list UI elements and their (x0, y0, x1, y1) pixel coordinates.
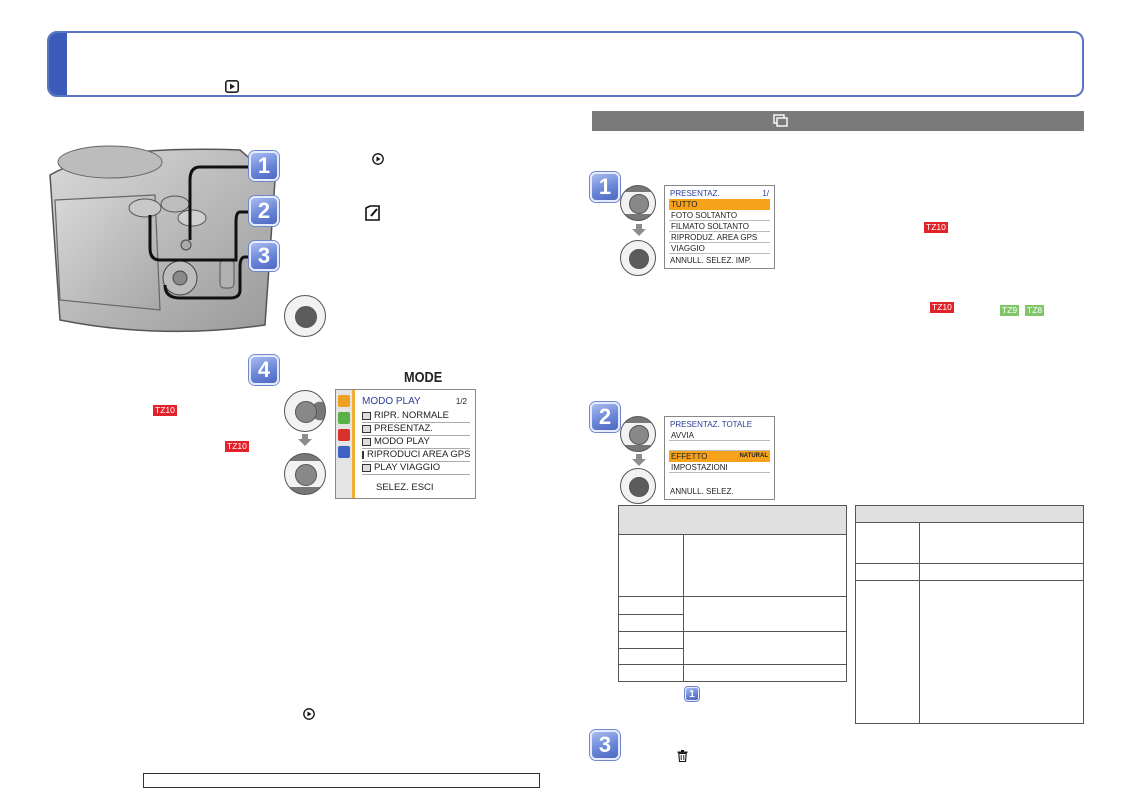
normal-play-icon (362, 412, 371, 420)
menu-tab-playback-icon (338, 412, 350, 424)
settings-table (855, 505, 1084, 724)
screen-option[interactable]: VIAGGIO (669, 243, 770, 254)
table-row-line (855, 580, 1084, 581)
menu-item[interactable]: RIPRODUCI AREA GPS (362, 449, 470, 462)
memory-card-icon (365, 205, 380, 221)
step-2-badge: 2 (249, 196, 279, 226)
settings-table-header (856, 506, 1083, 523)
delete-trash-icon (677, 750, 688, 762)
down-arrow-icon (632, 224, 646, 236)
control-dial-right[interactable] (284, 390, 326, 432)
step-2-badge: 2 (590, 402, 620, 432)
step-4-badge: 4 (249, 355, 279, 385)
menu-tab-mode-icon (338, 395, 350, 407)
gps-area-icon (362, 451, 364, 459)
down-arrow-icon (298, 434, 312, 446)
tz9-badge: TZ9 (1000, 305, 1020, 316)
tz10-badge: TZ10 (924, 222, 948, 233)
menu-tabs (336, 390, 352, 498)
slideshow-icon (362, 425, 371, 433)
menu-tab-setup-icon (338, 446, 350, 458)
title-accent-bar (49, 33, 67, 95)
table-divider (919, 522, 920, 724)
slideshow-icon (773, 114, 788, 127)
step-1-badge: 1 (249, 151, 279, 181)
step-1-badge: 1 (590, 172, 620, 202)
menu-title: MODO PLAY (362, 396, 421, 407)
tz8-badge: TZ8 (1025, 305, 1045, 316)
effect-table (618, 505, 847, 682)
table-row-line (618, 664, 847, 665)
slideshow-menu-screen: PRESENTAZ. 1/ TUTTO FOTO SOLTANTO FILMAT… (664, 185, 775, 269)
control-dial-set[interactable] (620, 240, 656, 276)
control-dial-set[interactable] (620, 468, 656, 504)
screen-option-selected[interactable]: TUTTO (669, 199, 770, 210)
menu-item[interactable]: RIPR. NORMALE (362, 410, 470, 423)
screen-page: 1/ (762, 189, 769, 198)
screen-title: PRESENTAZ. (670, 189, 720, 198)
control-dial-updown[interactable] (284, 453, 326, 495)
mode-play-icon (362, 438, 371, 446)
inline-step-1-badge: 1 (685, 687, 699, 701)
step-3-badge: 3 (249, 241, 279, 271)
travel-play-icon (362, 464, 371, 472)
tz10-badge: TZ10 (153, 405, 177, 416)
effect-table-header (619, 506, 846, 535)
screen-option[interactable]: AVVIA (669, 430, 770, 441)
screen-header: PRESENTAZ. TOTALE (665, 417, 774, 430)
playback-button-icon (372, 153, 384, 165)
table-row-line (618, 648, 684, 649)
screen-title: PRESENTAZ. TOTALE (670, 420, 753, 429)
menu-tab-playmenu-icon (338, 429, 350, 441)
control-dial-updown[interactable] (620, 416, 656, 452)
menu-accent-line (352, 390, 355, 498)
screen-footer: ANNULL. SELEZ. (670, 487, 734, 496)
menu-item-list: RIPR. NORMALE PRESENTAZ. MODO PLAY RIPRO… (362, 410, 470, 475)
control-dial-updown[interactable] (620, 185, 656, 221)
menu-item[interactable]: MODO PLAY (362, 436, 470, 449)
note-box (143, 773, 540, 788)
effect-value: NATURAL (739, 452, 768, 459)
playback-button-icon (303, 708, 315, 720)
screen-header: PRESENTAZ. 1/ (665, 186, 774, 199)
page-title-banner (47, 31, 1084, 97)
table-row-line (855, 563, 1084, 564)
control-dial-set[interactable] (284, 295, 326, 337)
screen-option-selected[interactable]: EFFETTO NATURAL (669, 451, 770, 462)
down-arrow-icon (632, 454, 646, 466)
table-row-line (618, 614, 684, 615)
slideshow-settings-screen: PRESENTAZ. TOTALE AVVIA EFFETTO NATURAL … (664, 416, 775, 500)
menu-item[interactable]: PLAY VIAGGIO (362, 462, 470, 475)
mode-button-label: MODE (404, 369, 443, 386)
step-3-badge: 3 (590, 730, 620, 760)
screen-option[interactable]: RIPRODUZ. AREA GPS (669, 232, 770, 243)
screen-footer: ANNULL. SELEZ. IMP. (670, 256, 752, 265)
playback-mode-icon (225, 80, 239, 93)
screen-option[interactable]: IMPOSTAZIONI (669, 462, 770, 473)
table-row-line (618, 596, 847, 597)
menu-page-number: 1/2 (455, 397, 467, 406)
screen-option[interactable]: FOTO SOLTANTO (669, 210, 770, 221)
screen-option-spacer (669, 441, 770, 451)
table-row-line (618, 631, 847, 632)
menu-item[interactable]: PRESENTAZ. (362, 423, 470, 436)
section-header-bar (592, 111, 1084, 131)
table-divider (683, 534, 684, 682)
screen-option[interactable]: FILMATO SOLTANTO (669, 221, 770, 232)
tz10-badge: TZ10 (930, 302, 954, 313)
tz10-badge: TZ10 (225, 441, 249, 452)
camera-illustration (49, 145, 276, 333)
playback-mode-menu-screen: MODO PLAY 1/2 RIPR. NORMALE PRESENTAZ. M… (335, 389, 476, 499)
menu-footer: SELEZ. ESCI (376, 482, 434, 493)
